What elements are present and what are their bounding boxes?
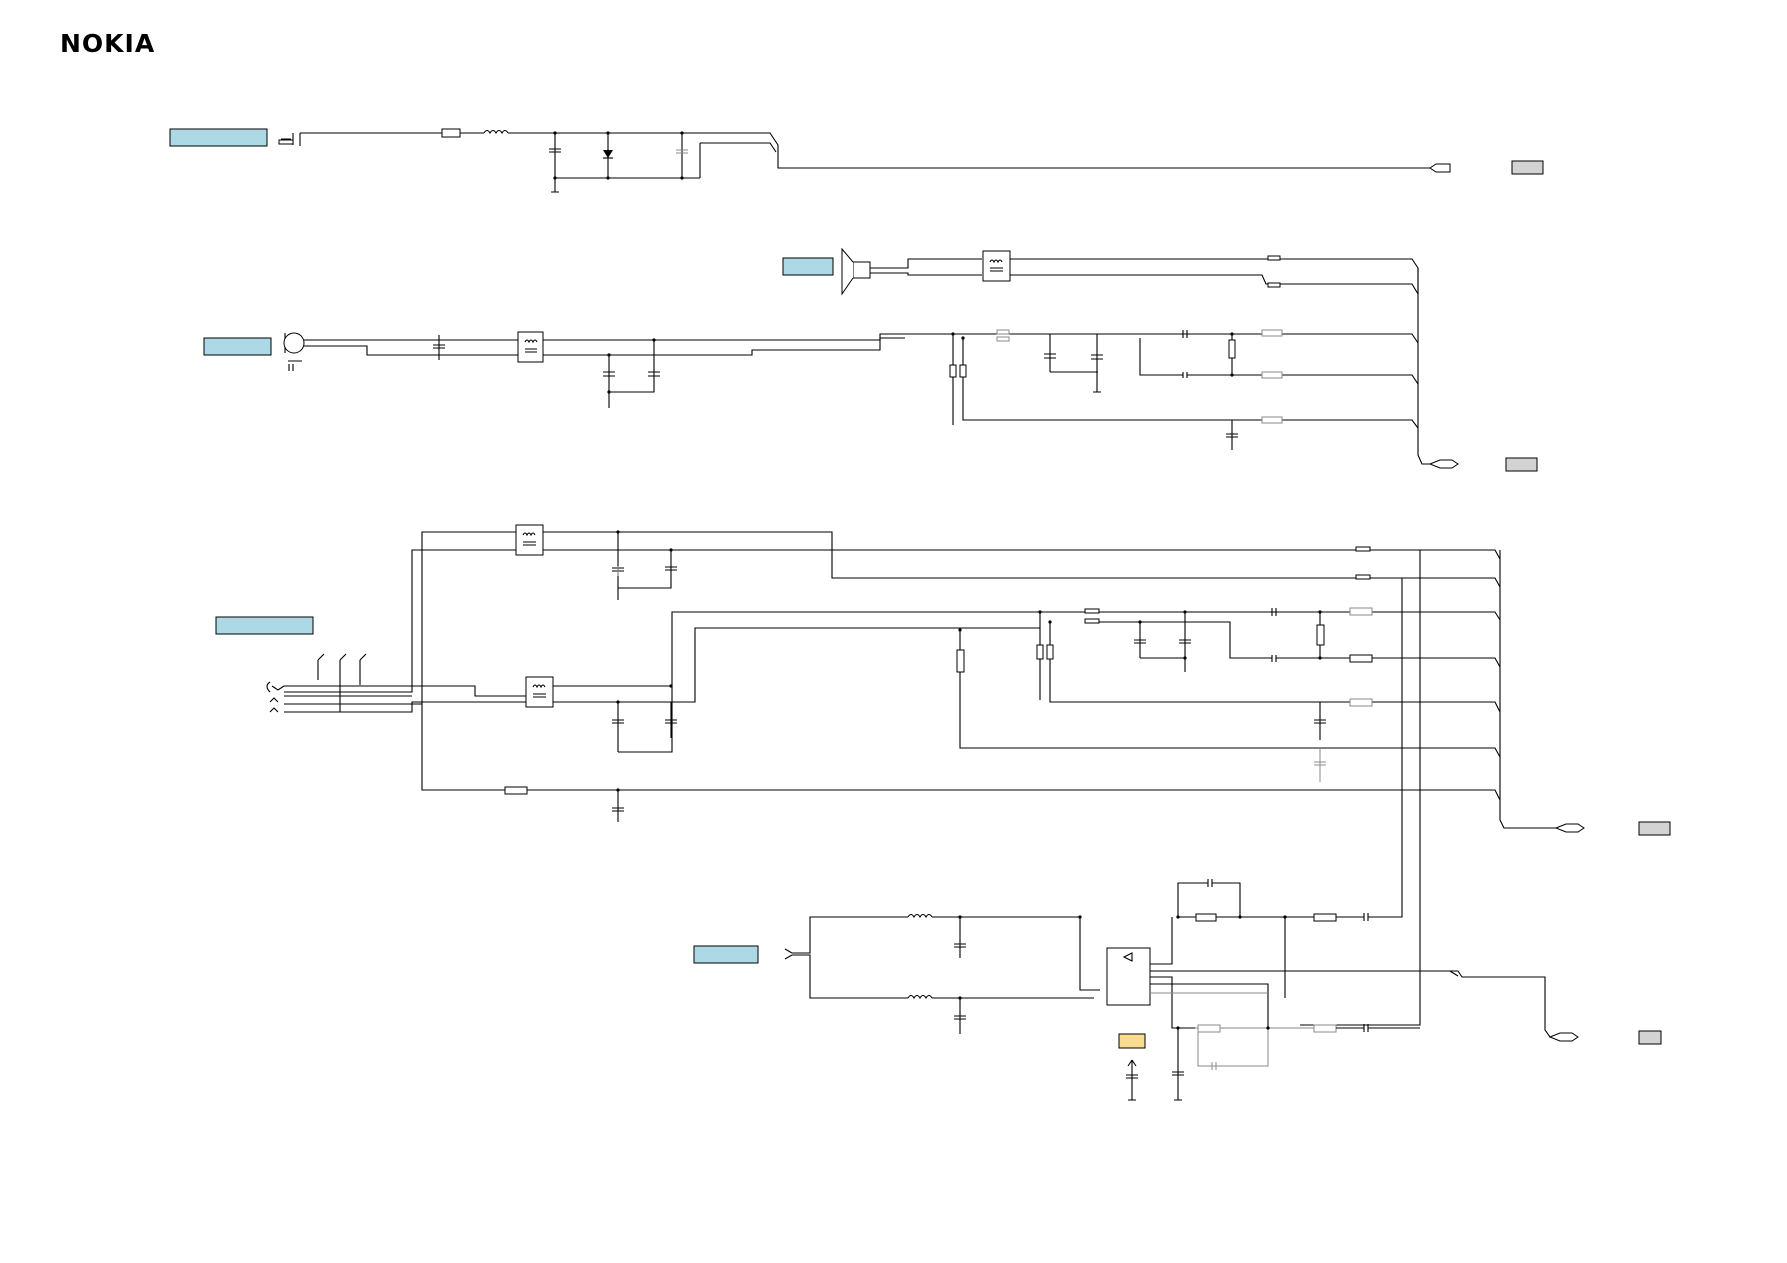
charger-block <box>169 128 1544 193</box>
charger-tvs-diode <box>603 150 613 158</box>
charger-output-tag <box>1511 160 1544 175</box>
ihf-connector-tag <box>693 945 759 964</box>
audio-output-tag <box>1505 457 1538 472</box>
charger-connector-tag <box>169 128 268 147</box>
ihf-inductor-2 <box>907 994 933 1000</box>
earpiece-speaker-icon <box>852 261 871 279</box>
headset-emi-filter-1 <box>515 524 544 556</box>
earpiece-connector-tag <box>782 257 834 276</box>
charger-fuse <box>441 128 461 138</box>
earpiece-emi-filter <box>982 250 1011 282</box>
ihf-block <box>693 879 1662 1101</box>
ihf-output-port <box>1548 1032 1579 1042</box>
audio-output-port <box>1428 459 1459 469</box>
headset-output-port <box>1554 823 1585 833</box>
microphone-connector-tag <box>203 337 272 356</box>
headset-jack-symbol <box>266 681 285 713</box>
nokia-logo: NOKIA <box>60 29 155 58</box>
charger-cap-1 <box>549 148 561 153</box>
charger-cap-2 <box>676 149 688 154</box>
ihf-supply-cap <box>1126 1060 1138 1101</box>
ihf-inductor-1 <box>907 913 933 919</box>
headset-connector-tag <box>215 616 314 635</box>
charger-inductor <box>483 129 509 135</box>
audio-amplifier-ic <box>1106 947 1151 1006</box>
ihf-supply-tag <box>1118 1033 1146 1049</box>
amplifier-triangle-icon <box>1122 952 1133 962</box>
microphone-block <box>203 268 1538 472</box>
ihf-output-tag <box>1638 1030 1662 1045</box>
ihf-connector-pins <box>784 948 793 960</box>
headset-emi-filter-2 <box>525 676 554 708</box>
dc-jack-pin <box>278 139 294 145</box>
headset-output-tag <box>1638 821 1671 836</box>
mic-emi-filter <box>517 331 544 363</box>
earpiece-block <box>782 247 1419 296</box>
headset-block <box>215 524 1671 1026</box>
charger-output-port <box>1429 163 1451 173</box>
